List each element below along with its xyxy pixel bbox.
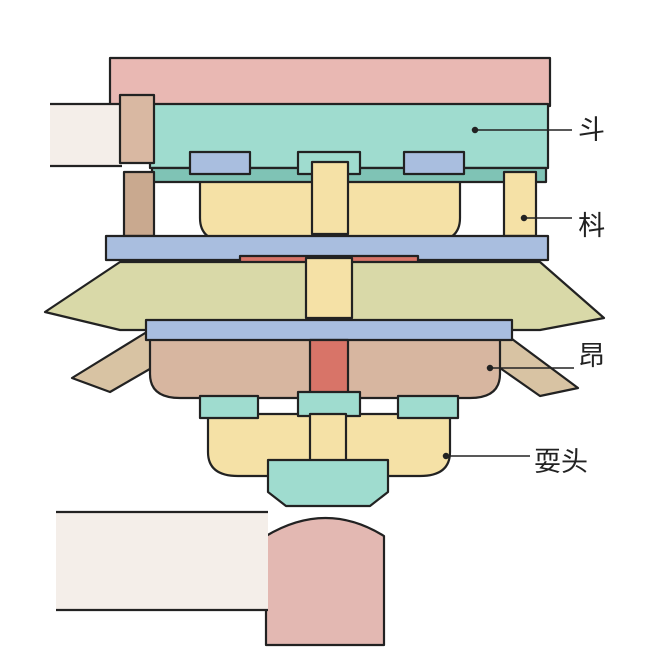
column xyxy=(264,516,386,647)
lower-block-row xyxy=(144,318,514,342)
post-stub xyxy=(118,93,156,165)
central-block-lower xyxy=(296,390,362,418)
rafter-end-lower xyxy=(56,512,268,610)
dou-base-block xyxy=(266,458,390,508)
label-dou: 斗 xyxy=(578,115,605,146)
central-block-top xyxy=(310,160,350,236)
rafter-end-upper xyxy=(50,104,122,166)
label-ang: 昂 xyxy=(578,341,605,372)
top-beam xyxy=(108,56,552,108)
side-post-left xyxy=(122,170,156,238)
label-shuatou: 耍头 xyxy=(534,447,588,478)
small-block-1 xyxy=(188,150,252,176)
small-block-2 xyxy=(402,150,466,176)
lower-small-block-1 xyxy=(198,394,260,420)
central-block-middle xyxy=(304,256,354,320)
lower-small-block-2 xyxy=(396,394,460,420)
label-dou-block: 枓 xyxy=(578,211,605,242)
side-post-right xyxy=(502,170,538,238)
central-red-block xyxy=(308,338,350,398)
